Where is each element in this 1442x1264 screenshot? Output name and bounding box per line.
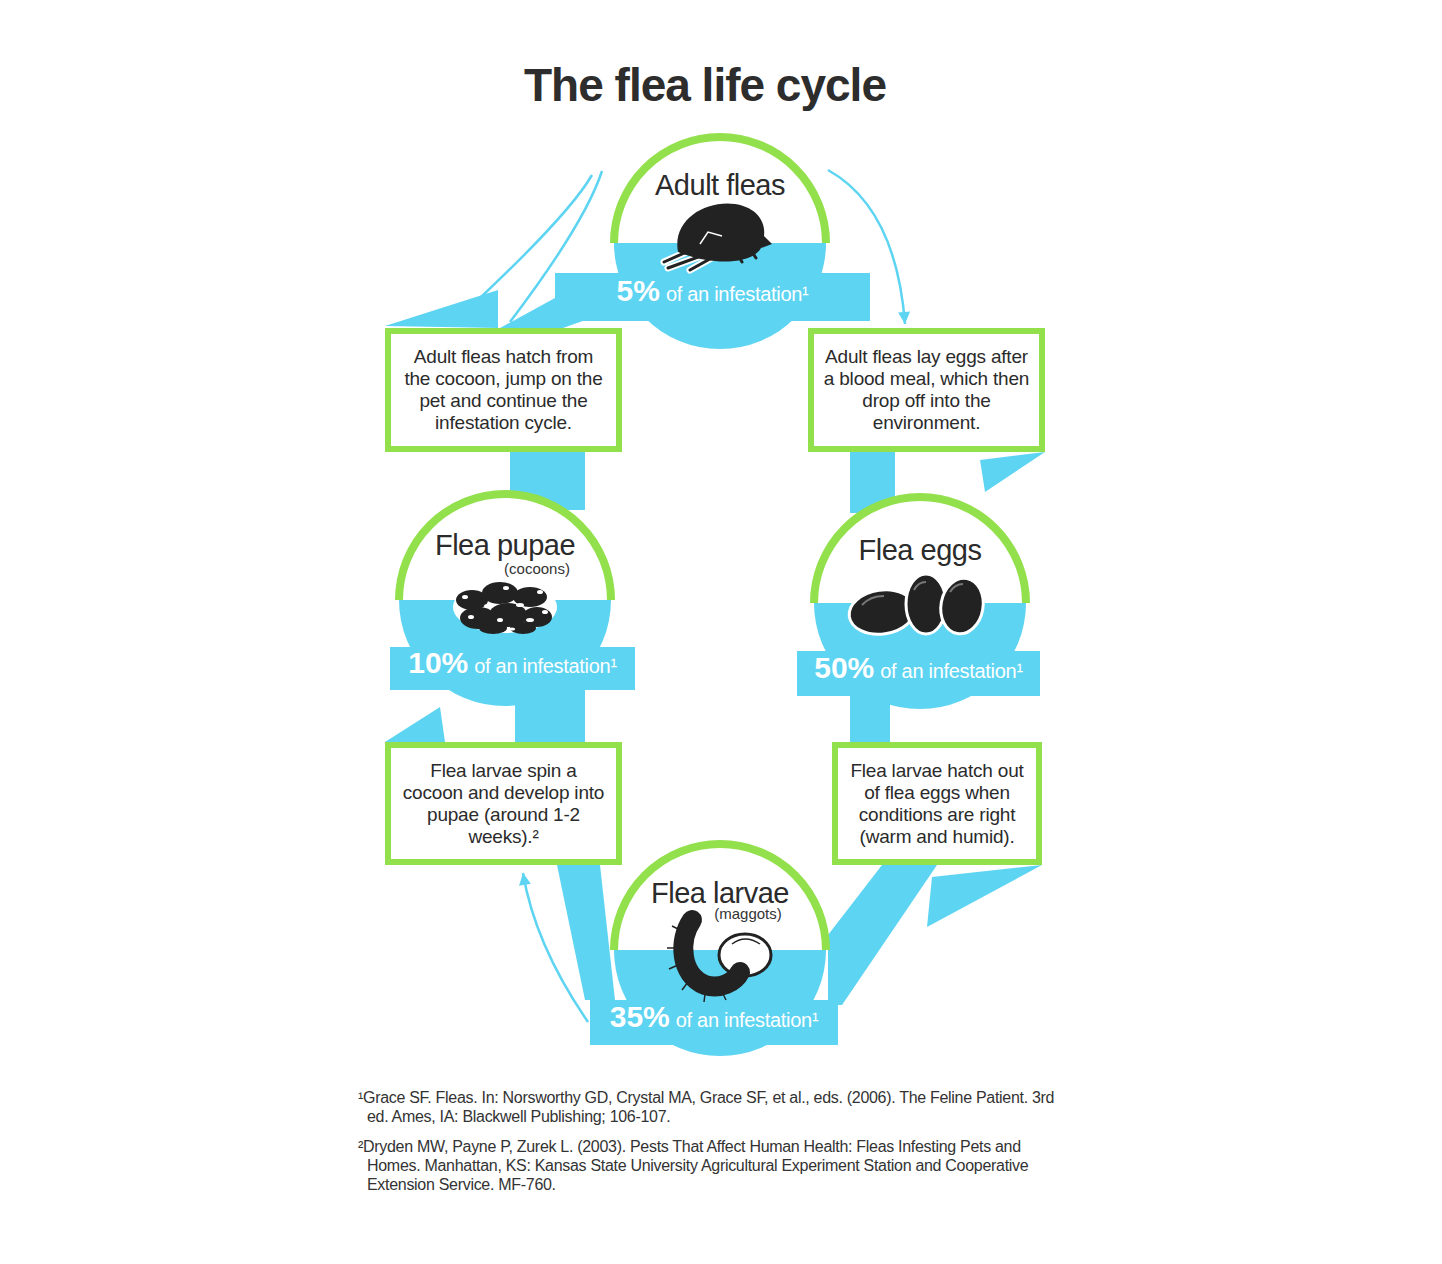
step-box: Flea larvae spin a cocoon and develop in… (385, 742, 622, 865)
footnote: ¹Grace SF. Fleas. In: Norsworthy GD, Cry… (358, 1088, 1067, 1126)
stage-heading: Flea larvae (590, 876, 850, 910)
footnote: ²Dryden MW, Payne P, Zurek L. (2003). Pe… (358, 1137, 1067, 1194)
stage-subtitle: (cocoons) (504, 560, 570, 578)
step-box: Flea larvae hatch out of flea eggs when … (832, 742, 1042, 865)
step-text: Flea larvae spin a cocoon and develop in… (391, 760, 616, 848)
step-box: Adult fleas lay eggs after a blood meal,… (808, 328, 1045, 452)
percentage-row: 35% of an infestation¹ (590, 1000, 838, 1040)
stage-circle: Flea eggs50%of an infestation¹ (810, 493, 1030, 713)
step-text: Adult fleas hatch from the cocoon, jump … (391, 346, 616, 434)
stage-heading: Flea eggs (790, 533, 1050, 567)
percentage-value: 35% (610, 1000, 670, 1034)
stage-outline (610, 133, 830, 353)
percentage-text: of an infestation¹ (474, 655, 616, 678)
stage-heading: Adult fleas (590, 168, 850, 202)
diagram-title: The flea life cycle (0, 58, 1410, 112)
stage-circle: Adult fleas5%of an infestation¹ (610, 133, 830, 353)
stage-heading: Flea pupae (375, 528, 635, 562)
percentage-value: 10% (408, 646, 468, 680)
stage-circle: Flea larvae(maggots)35%of an infestation… (610, 840, 830, 1060)
percentage-text: of an infestation¹ (676, 1009, 818, 1032)
percentage-row: 10% of an infestation¹ (390, 646, 635, 686)
percentage-row: 50% of an infestation¹ (797, 651, 1040, 691)
step-text: Adult fleas lay eggs after a blood meal,… (814, 346, 1039, 434)
cycle-arrow (519, 865, 615, 1022)
percentage-text: of an infestation¹ (880, 660, 1022, 683)
percentage-text: of an infestation¹ (666, 283, 808, 306)
percentage-value: 50% (814, 651, 874, 685)
step-text: Flea larvae hatch out of flea eggs when … (838, 760, 1036, 848)
stage-circle: Flea pupae(cocoons)10%of an infestation¹ (395, 490, 615, 710)
cycle-arrow (828, 865, 1042, 1005)
step-box: Adult fleas hatch from the cocoon, jump … (385, 328, 622, 452)
stage-subtitle: (maggots) (714, 905, 782, 923)
percentage-row: 5% of an infestation¹ (555, 274, 870, 314)
percentage-value: 5% (617, 274, 660, 308)
